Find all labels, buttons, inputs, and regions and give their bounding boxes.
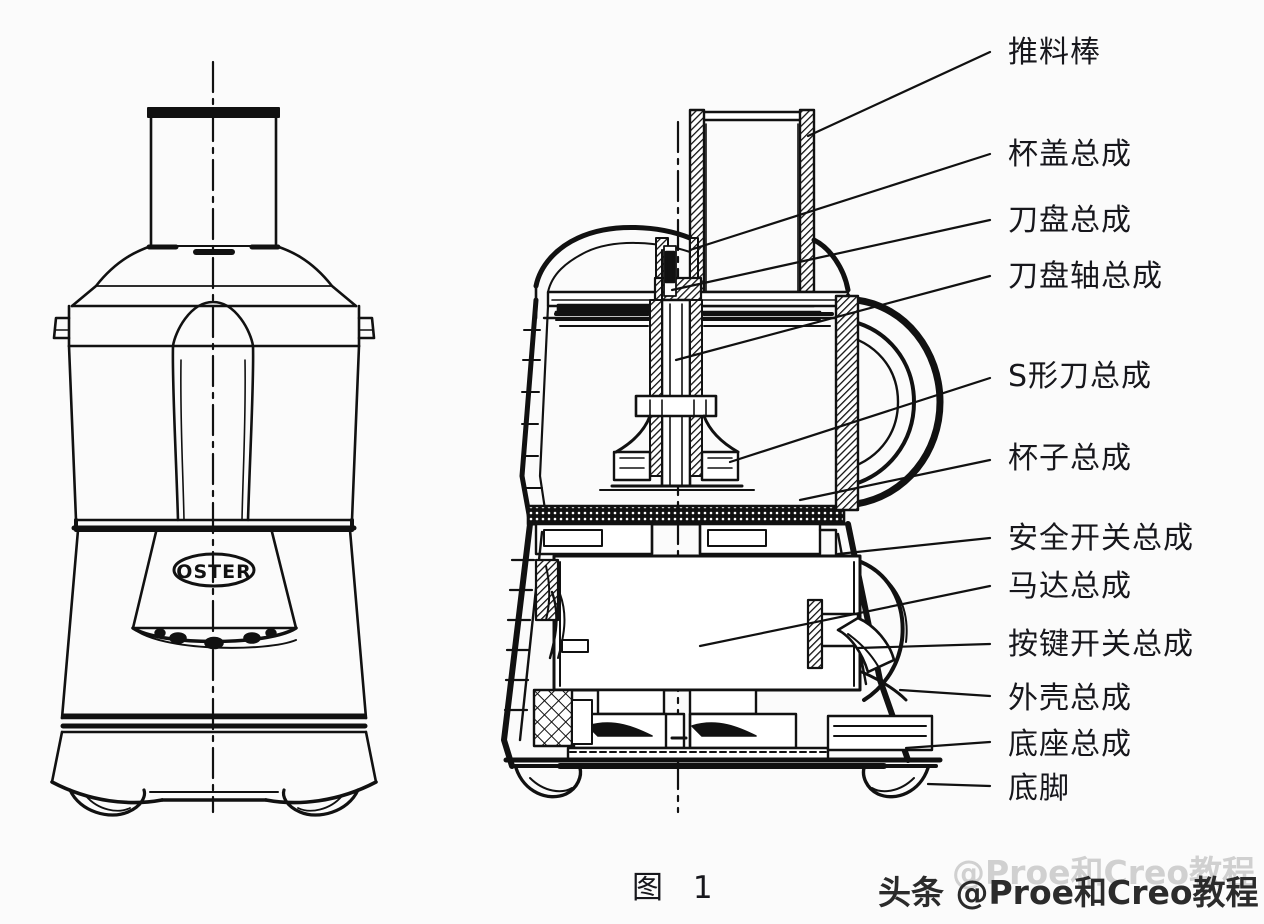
- leader-motor: [698, 584, 992, 648]
- callout-label-safety-switch: 安全开关总成: [1008, 521, 1194, 556]
- callout-label-bowl-assembly: 杯子总成: [1008, 441, 1132, 476]
- leader-s-blade: [728, 376, 992, 464]
- foot-right: [861, 766, 930, 799]
- feed-tube: [688, 108, 816, 308]
- base-part: [503, 714, 943, 799]
- leader-foot: [926, 782, 992, 788]
- watermark-text: 头条 @Proe和Creo教程: [878, 873, 1259, 912]
- handle-part: [834, 294, 944, 512]
- leader-bowl-assembly: [798, 458, 992, 502]
- leader-button-switch: [856, 642, 992, 650]
- foot-left: [514, 766, 583, 799]
- callout-label-pusher: 推料棒: [1008, 35, 1101, 70]
- s-blade-part: [599, 394, 755, 491]
- leader-lid-assembly: [688, 152, 992, 252]
- leader-base: [904, 740, 992, 750]
- callout-label-foot: 底脚: [1008, 771, 1070, 806]
- callout-label-base: 底座总成: [1008, 727, 1132, 762]
- watermark-ghost: @Proe和Creo教程: [952, 853, 1256, 892]
- callout-label-disc-assembly: 刀盘总成: [1008, 203, 1132, 238]
- leader-disc-assembly: [670, 218, 992, 292]
- callout-label-button-switch: 按键开关总成: [1008, 627, 1194, 662]
- callout-label-disc-shaft: 刀盘轴总成: [1008, 259, 1163, 294]
- leader-lines: [670, 50, 992, 788]
- button-switch-part: [806, 598, 908, 702]
- leader-pusher: [806, 50, 992, 138]
- figure-caption: 图 1: [632, 870, 723, 906]
- leader-disc-shaft: [674, 274, 992, 362]
- leader-safety-switch: [836, 536, 992, 556]
- disc-assembly-part: [554, 312, 834, 327]
- cross-section-view: [501, 108, 944, 814]
- front-elevation-view: [50, 60, 378, 817]
- callout-label-s-blade: S形刀总成: [1008, 359, 1153, 394]
- callout-label-motor: 马达总成: [1008, 569, 1132, 604]
- brand-logo-text: OSTER: [176, 561, 251, 583]
- callout-label-housing: 外壳总成: [1008, 681, 1132, 716]
- callout-label-lid-assembly: 杯盖总成: [1008, 137, 1132, 172]
- front-pusher-cap: [147, 107, 280, 118]
- leader-housing: [898, 688, 992, 698]
- wiring-part: [532, 590, 593, 748]
- disc-shaft-part: [649, 237, 703, 488]
